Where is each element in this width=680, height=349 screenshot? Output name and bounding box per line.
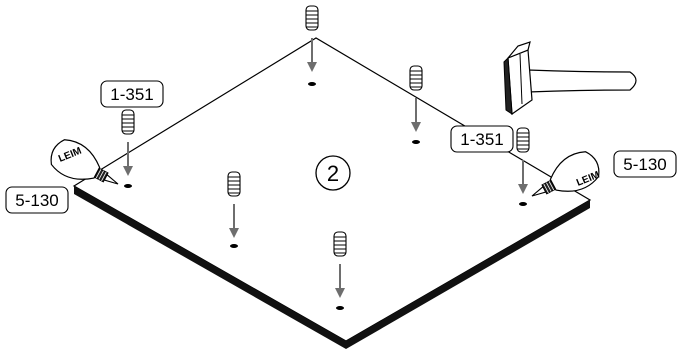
callout-glue-left-text: 5-130 (15, 191, 58, 210)
callout-dowel-left: 1-351 (100, 80, 164, 108)
callout-dowel-right: 1-351 (450, 125, 514, 153)
dowel-left (121, 109, 135, 177)
hammer-icon (503, 41, 637, 116)
step-number: 2 (327, 161, 339, 186)
callout-dowel-left-text: 1-351 (110, 85, 153, 104)
wooden-dowel-icon (409, 65, 423, 91)
callout-glue-right: 5-130 (613, 150, 677, 178)
wooden-dowel-icon (227, 171, 241, 197)
wooden-dowel-icon (333, 231, 347, 257)
wooden-dowel-icon (121, 109, 135, 135)
wooden-dowel-icon (516, 127, 530, 153)
glue-bottle-icon (531, 151, 600, 197)
step-marker: 2 (315, 155, 351, 191)
glue-bottle-icon (50, 139, 119, 185)
wooden-dowel-icon (305, 5, 319, 31)
callout-dowel-right-text: 1-351 (460, 130, 503, 149)
callout-glue-left: 5-130 (5, 186, 69, 214)
callout-glue-right-text: 5-130 (623, 155, 666, 174)
